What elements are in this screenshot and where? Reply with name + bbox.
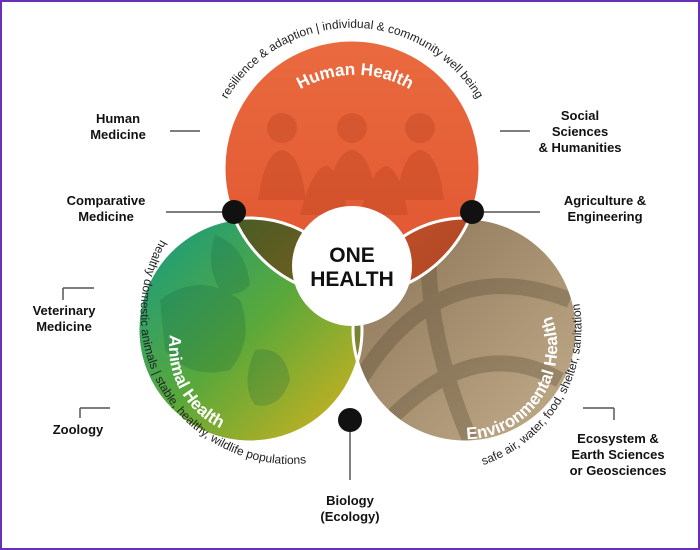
label-ecosystem-line1: Ecosystem &: [577, 431, 659, 446]
junction-node-animal-environment: [338, 408, 362, 432]
label-biology-ecology: Biology (Ecology): [300, 493, 400, 525]
label-comparative-medicine-line1: Comparative: [66, 193, 146, 208]
label-veterinary-medicine: Veterinary Medicine: [14, 303, 114, 335]
animal-silhouettes-icon: [160, 235, 290, 406]
label-human-medicine: Human Medicine: [68, 111, 168, 143]
label-biology-line2: (Ecology): [320, 509, 380, 524]
label-social-sciences-line2: Sciences: [551, 124, 609, 139]
junction-node-human-animal: [222, 200, 246, 224]
label-zoology-line1: Zoology: [52, 422, 104, 437]
label-social-sciences: Social Sciences & Humanities: [520, 108, 640, 156]
label-human-medicine-line2: Medicine: [90, 127, 146, 142]
one-health-center-circle: [292, 206, 412, 326]
label-ecosystem-earth-sciences: Ecosystem & Earth Sciences or Geoscience…: [548, 431, 688, 479]
label-ecosystem-line2: Earth Sciences: [571, 447, 665, 462]
label-comparative-medicine-line2: Medicine: [78, 209, 134, 224]
label-agriculture-engineering: Agriculture & Engineering: [540, 193, 670, 225]
label-social-sciences-line3: & Humanities: [538, 140, 622, 155]
label-zoology: Zoology: [38, 422, 118, 438]
center-title-line2: HEALTH: [310, 268, 394, 291]
label-social-sciences-line1: Social: [560, 108, 600, 123]
junction-node-human-environment: [460, 200, 484, 224]
label-human-medicine-line1: Human: [95, 111, 141, 126]
label-veterinary-medicine-line1: Veterinary: [32, 303, 96, 318]
center-title-line1: ONE: [329, 244, 375, 267]
label-agriculture-line2: Engineering: [567, 209, 643, 224]
label-agriculture-line1: Agriculture &: [563, 193, 647, 208]
label-veterinary-medicine-line2: Medicine: [36, 319, 92, 334]
label-comparative-medicine: Comparative Medicine: [46, 193, 166, 225]
label-biology-line1: Biology: [326, 493, 374, 508]
people-silhouettes-icon: [258, 113, 444, 215]
label-ecosystem-line3: or Geosciences: [569, 463, 667, 478]
